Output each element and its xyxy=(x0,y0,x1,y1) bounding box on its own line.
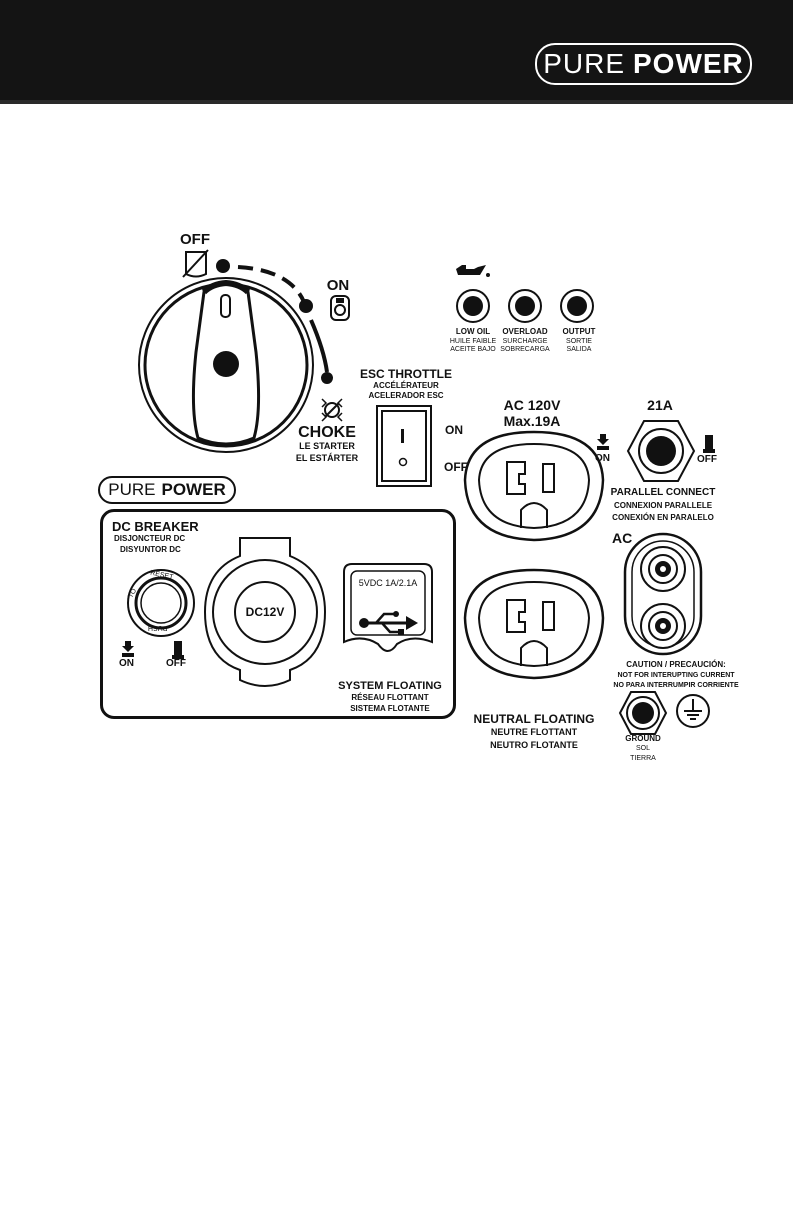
neutral-es: NEUTRO FLOTANTE xyxy=(490,740,578,750)
dial-off-label: OFF xyxy=(180,231,210,248)
esc-es: ACELERADOR ESC xyxy=(368,391,444,400)
system-floating-es: SISTEMA FLOTANTE xyxy=(350,704,430,713)
ac-outlet-top[interactable] xyxy=(463,430,605,542)
parallel-amps-label: 21A xyxy=(647,397,673,413)
system-floating-fr: RÉSEAU FLOTTANT xyxy=(351,693,429,702)
indicator-es-2: SOBRECARGA xyxy=(500,346,550,353)
indicator-label-1: LOW OIL xyxy=(455,327,491,336)
header-divider xyxy=(0,100,793,104)
usb-rating-label: 5VDC 1A/2.1A xyxy=(358,578,418,588)
dc-off-icon xyxy=(172,641,184,659)
ground-terminal[interactable] xyxy=(618,690,668,736)
caution-en: NOT FOR INTERUPTING CURRENT xyxy=(617,672,735,679)
brand-small-light: PURE xyxy=(108,480,156,499)
indicator-fr-1: HUILE FAIBLE xyxy=(449,338,497,345)
brand-logo: PURE POWER xyxy=(535,43,752,85)
parallel-ac-label: AC xyxy=(612,530,633,546)
ground-symbol-icon xyxy=(676,694,710,728)
parallel-es: CONEXIÓN EN PARALELO xyxy=(612,513,714,522)
usb-icon xyxy=(359,611,418,635)
system-floating-title: SYSTEM FLOATING xyxy=(338,680,442,692)
choke-fr-label: LE STARTER xyxy=(299,441,355,451)
ground-es: TIERRA xyxy=(630,755,656,762)
esc-on-label: ON xyxy=(445,423,463,437)
brand-light: PURE xyxy=(543,48,625,79)
dc-breaker-es: DISYUNTOR DC xyxy=(120,545,181,554)
neutral-title: NEUTRAL FLOATING xyxy=(473,712,595,726)
ac-voltage-label: AC 120V xyxy=(503,397,561,413)
esc-rocker-switch[interactable] xyxy=(376,405,432,487)
indicator-label-3: OUTPUT xyxy=(562,327,596,336)
esc-title: ESC THROTTLE xyxy=(360,367,452,381)
overload-indicator xyxy=(508,289,542,323)
low-oil-indicator xyxy=(456,289,490,323)
oil-can-icon xyxy=(456,265,490,277)
caution-title: CAUTION / PRECAUCIÓN: xyxy=(626,660,726,669)
ac-outlet-bottom[interactable] xyxy=(463,568,605,680)
indicator-fr-2: SURCHARGE xyxy=(502,338,548,345)
indicator-es-3: SALIDA xyxy=(566,346,592,353)
dc-panel xyxy=(100,509,456,719)
indicator-es-1: ACEITE BAJO xyxy=(450,346,496,353)
parallel-title: PARALLEL CONNECT xyxy=(610,487,716,498)
caution-es: NO PARA INTERRUMPIR CORRIENTE xyxy=(613,682,739,689)
esc-off-label: OFF xyxy=(444,460,468,474)
parallel-on-label: ON xyxy=(595,453,610,464)
brand-small-bold: POWER xyxy=(161,480,226,499)
neutral-fr: NEUTRE FLOTTANT xyxy=(490,727,578,737)
choke-label: CHOKE xyxy=(298,424,356,441)
dial-on-label: ON xyxy=(326,277,350,294)
dc12v-label: DC12V xyxy=(245,605,285,619)
parallel-fr: CONNEXION PARALLELE xyxy=(613,501,713,510)
ground-fr: SOL xyxy=(635,745,651,752)
esc-fr: ACCÉLÉRATEUR xyxy=(373,381,439,390)
parallel-ports[interactable] xyxy=(623,532,703,656)
output-indicator xyxy=(560,289,594,323)
parallel-breaker-button[interactable] xyxy=(626,419,696,483)
breaker-on-icon xyxy=(597,434,609,450)
choke-es-label: EL ESTÁRTER xyxy=(295,453,359,463)
parallel-off-label: OFF xyxy=(697,454,717,465)
ac-max-label: Max.19A xyxy=(503,413,561,429)
dc-push-label: PUSH xyxy=(148,624,168,631)
breaker-off-icon xyxy=(703,435,715,453)
brand-logo-small: PURE POWER xyxy=(98,476,236,504)
choke-icon xyxy=(321,398,343,422)
indicator-label-2: OVERLOAD xyxy=(502,327,548,336)
dc-on-label: ON xyxy=(119,658,134,669)
dc-breaker-fr: DISJONCTEUR DC xyxy=(114,534,186,543)
dc-on-icon xyxy=(122,641,134,657)
fuel-off-icon xyxy=(182,249,209,278)
fuel-on-icon xyxy=(330,295,350,321)
indicator-fr-3: SORTIE xyxy=(566,338,592,345)
brand-bold: POWER xyxy=(633,48,744,79)
dc-breaker-title: DC BREAKER xyxy=(112,519,199,534)
dc-breaker-button[interactable] xyxy=(126,568,196,638)
dc12v-outlet[interactable] xyxy=(200,530,330,690)
dc-off-label: OFF xyxy=(166,658,186,669)
ground-label: GROUND xyxy=(625,734,661,743)
